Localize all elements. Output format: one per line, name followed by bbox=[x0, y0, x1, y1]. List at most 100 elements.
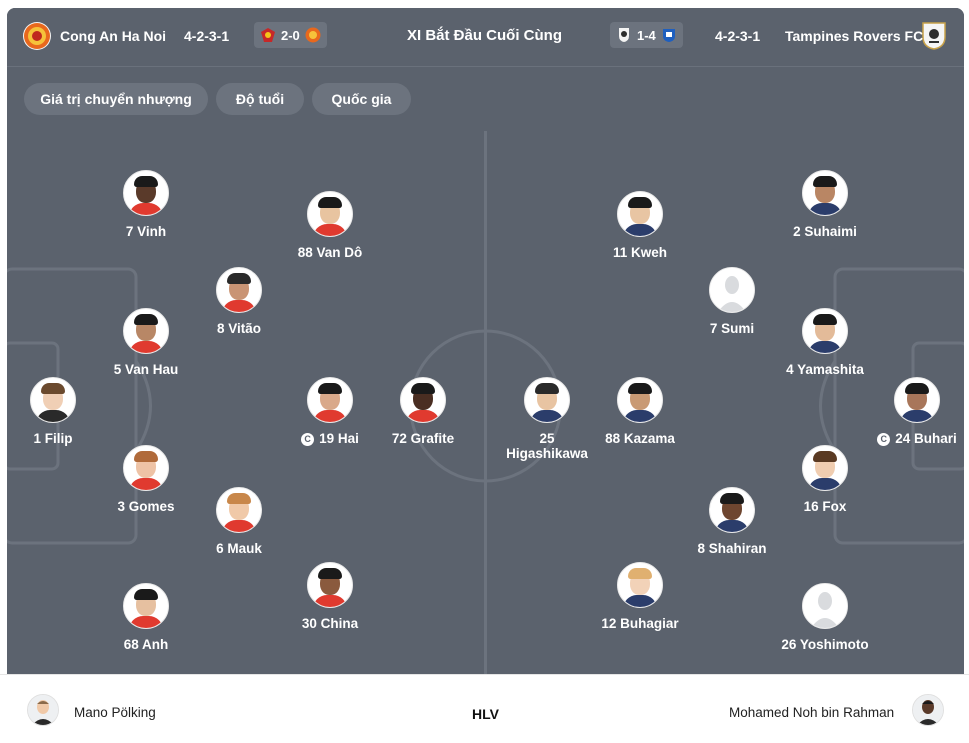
player-avatar bbox=[123, 170, 169, 216]
player-avatar bbox=[307, 562, 353, 608]
home-team-name[interactable]: Cong An Ha Noi bbox=[60, 28, 167, 44]
player-avatar bbox=[802, 170, 848, 216]
player-name: 5 Van Hau bbox=[81, 362, 211, 377]
player-avatar bbox=[123, 308, 169, 354]
away-player[interactable]: 26 Yoshimoto bbox=[760, 583, 890, 652]
captain-icon: C bbox=[301, 433, 315, 446]
player-name: 3 Gomes bbox=[81, 499, 211, 514]
player-name: C 19 Hai bbox=[265, 431, 395, 446]
player-avatar bbox=[123, 445, 169, 491]
player-avatar bbox=[617, 377, 663, 423]
coach-label: HLV bbox=[472, 706, 499, 722]
away-team-name[interactable]: Tampines Rovers FC bbox=[785, 28, 924, 44]
home-player[interactable]: 3 Gomes bbox=[81, 445, 211, 514]
player-label: 19 Hai bbox=[319, 431, 359, 446]
home-crest-small-icon bbox=[305, 27, 321, 43]
player-avatar bbox=[802, 308, 848, 354]
player-name: 6 Mauk bbox=[174, 541, 304, 556]
away-player[interactable]: 2 Suhaimi bbox=[760, 170, 890, 239]
away-last-match-score[interactable]: 1-4 bbox=[610, 22, 683, 48]
player-name: 8 Vitão bbox=[174, 321, 304, 336]
player-name: 11 Kweh bbox=[575, 245, 705, 260]
away-player[interactable]: 11 Kweh bbox=[575, 191, 705, 260]
home-player[interactable]: 5 Van Hau bbox=[81, 308, 211, 377]
player-label: 3 Gomes bbox=[117, 499, 175, 514]
away-formation: 4-2-3-1 bbox=[715, 28, 761, 44]
home-coach-avatar[interactable] bbox=[27, 694, 59, 726]
player-avatar bbox=[400, 377, 446, 423]
away-coach-avatar[interactable] bbox=[912, 694, 944, 726]
home-player[interactable]: 30 China bbox=[265, 562, 395, 631]
player-label: 6 Mauk bbox=[216, 541, 262, 556]
player-label: 8 Shahiran bbox=[697, 541, 767, 556]
player-label: 16 Fox bbox=[803, 499, 847, 514]
home-player[interactable]: C 19 Hai bbox=[265, 377, 395, 446]
home-last-match-score[interactable]: 2-0 bbox=[254, 22, 327, 48]
player-avatar bbox=[123, 583, 169, 629]
player-label: 8 Vitão bbox=[216, 321, 262, 336]
away-player[interactable]: 12 Buhagiar bbox=[575, 562, 705, 631]
player-name: 88 Kazama bbox=[575, 431, 705, 446]
away-crest-small-icon bbox=[616, 27, 632, 43]
away-team-crest-icon[interactable] bbox=[921, 22, 949, 50]
player-avatar bbox=[30, 377, 76, 423]
player-label: 11 Kweh bbox=[612, 245, 668, 260]
player-name: 72 Grafite bbox=[358, 431, 488, 446]
player-name: 88 Van Dô bbox=[265, 245, 395, 260]
home-player[interactable]: 7 Vinh bbox=[81, 170, 211, 239]
away-player[interactable]: 8 Shahiran bbox=[667, 487, 797, 556]
home-player[interactable]: 1 Filip bbox=[7, 377, 118, 446]
away-last-score-text: 1-4 bbox=[637, 27, 656, 43]
player-label: 5 Van Hau bbox=[113, 362, 179, 377]
away-player[interactable]: 16 Fox bbox=[760, 445, 890, 514]
home-player[interactable]: 8 Vitão bbox=[174, 267, 304, 336]
player-avatar bbox=[802, 445, 848, 491]
player-label: 12 Buhagiar bbox=[601, 616, 679, 631]
player-name: 4 Yamashita bbox=[760, 362, 890, 377]
home-last-score-text: 2-0 bbox=[281, 27, 300, 43]
player-name: 16 Fox bbox=[760, 499, 890, 514]
player-label: 30 China bbox=[301, 616, 359, 631]
home-player[interactable]: 72 Grafite bbox=[358, 377, 488, 446]
home-player[interactable]: 88 Van Dô bbox=[265, 191, 395, 260]
player-avatar bbox=[617, 191, 663, 237]
player-label: 72 Grafite bbox=[391, 431, 455, 446]
captain-icon: C bbox=[877, 433, 891, 446]
filter-market-value-button[interactable]: Giá trị chuyển nhượng bbox=[24, 83, 208, 115]
filter-country-button[interactable]: Quốc gia bbox=[312, 83, 411, 115]
away-player[interactable]: 88 Kazama bbox=[575, 377, 705, 446]
player-label: 1 Filip bbox=[33, 431, 73, 446]
player-label: 4 Yamashita bbox=[786, 362, 864, 377]
player-avatar bbox=[894, 377, 940, 423]
lineup-card: Cong An Ha Noi 4-2-3-1 2-0 XI Bắt Đầu Cu… bbox=[7, 8, 964, 742]
player-name: 30 China bbox=[265, 616, 395, 631]
player-avatar bbox=[524, 377, 570, 423]
player-name: 2 Suhaimi bbox=[760, 224, 890, 239]
player-avatar bbox=[216, 487, 262, 533]
home-formation: 4-2-3-1 bbox=[184, 28, 230, 44]
home-coach-name[interactable]: Mano Pölking bbox=[74, 705, 156, 720]
lineup-title: XI Bắt Đầu Cuối Cùng bbox=[407, 27, 562, 44]
player-avatar bbox=[802, 583, 848, 629]
player-avatar bbox=[216, 267, 262, 313]
home-team-crest-icon[interactable] bbox=[23, 22, 51, 50]
player-avatar bbox=[709, 487, 755, 533]
lineup-filter-bar: Giá trị chuyển nhượng Độ tuổi Quốc gia bbox=[7, 67, 964, 131]
away-player[interactable]: 4 Yamashita bbox=[760, 308, 890, 377]
away-coach-name[interactable]: Mohamed Noh bin Rahman bbox=[729, 705, 895, 720]
player-name: 12 Buhagiar bbox=[575, 616, 705, 631]
player-label: 7 Vinh bbox=[125, 224, 167, 239]
player-label: 26 Yoshimoto bbox=[781, 637, 869, 652]
player-avatar bbox=[307, 191, 353, 237]
player-name: 26 Yoshimoto bbox=[760, 637, 890, 652]
away-player[interactable]: 7 Sumi bbox=[667, 267, 797, 336]
home-player[interactable]: 68 Anh bbox=[81, 583, 211, 652]
home-player[interactable]: 6 Mauk bbox=[174, 487, 304, 556]
filter-age-button[interactable]: Độ tuổi bbox=[216, 83, 304, 115]
player-label: 7 Sumi bbox=[709, 321, 755, 336]
